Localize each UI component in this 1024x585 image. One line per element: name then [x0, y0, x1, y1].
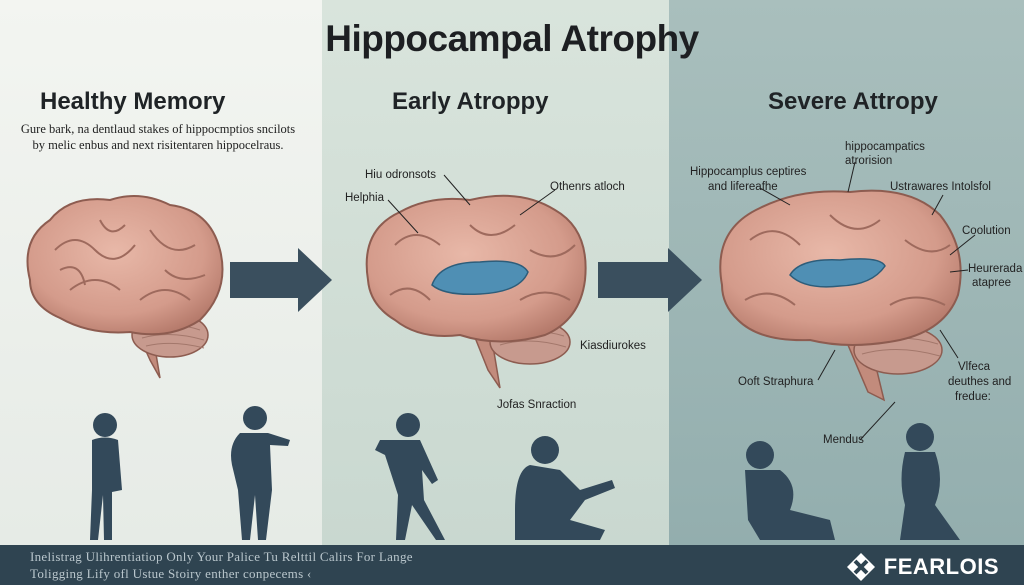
page-title: Hippocampal Atrophy — [325, 18, 699, 59]
hippocampus-icon — [431, 260, 529, 296]
x-logo-icon — [846, 553, 875, 581]
despairing-person-icon — [900, 423, 960, 540]
sitting-person-icon — [515, 436, 615, 540]
brain-healthy-icon — [26, 195, 224, 379]
description-line: by melic enbus and next risitentaren hip… — [32, 138, 284, 152]
arrow-right-icon — [230, 248, 332, 312]
stage-title-healthy: Healthy Memory — [40, 88, 226, 115]
label-early-3: Othenrs atloch — [550, 181, 625, 193]
label-severe-2: atrorision — [845, 155, 893, 167]
description-line: Gure bark, na dentlaud stakes of hippocm… — [20, 122, 296, 136]
label-severe-10: deuthes and — [948, 376, 1012, 388]
label-severe-6: Coolution — [962, 225, 1011, 237]
label-severe-5: Ustrawares Intolsfol — [890, 181, 991, 193]
footer-line-2: Toligging Lify ofl Ustue Stoiry enther c… — [30, 566, 312, 581]
confused-person-icon — [375, 413, 445, 540]
brand-logo: FEARLOIS — [846, 552, 999, 582]
label-early-2: Helphia — [345, 192, 384, 204]
brand-name: FEARLOIS — [883, 554, 999, 579]
healthy-description: Gure bark, na dentlaud stakes of hippocm… — [8, 121, 308, 153]
label-severe-3: Hippocamplus ceptires — [690, 166, 807, 178]
brain-early-icon — [365, 194, 587, 389]
illustration — [26, 161, 976, 540]
stage-title-early: Early Atroppy — [392, 88, 549, 115]
label-severe-12: Ooft Straphura — [738, 376, 814, 388]
brain-severe-icon — [719, 189, 962, 402]
label-early-4: Kiasdiurokes — [580, 340, 646, 352]
label-severe-4: and lifereafhe — [708, 181, 778, 193]
label-early-5: Jofas Snraction — [497, 399, 577, 411]
hippocampus-icon — [789, 258, 886, 288]
label-severe-13: Mendus — [823, 434, 864, 446]
standing-person-icon — [90, 413, 122, 540]
label-severe-11: fredue: — [955, 391, 991, 403]
arrow-right-icon — [598, 248, 702, 312]
label-severe-9: Vlfeca — [958, 361, 990, 373]
label-early-1: Hiu odronsots — [365, 169, 436, 181]
label-severe-1: hippocampatics — [845, 141, 925, 153]
footer-line-1: Inelistrag Ulihrentiatiop Only Your Pali… — [30, 549, 413, 564]
kneeling-person-icon — [745, 441, 835, 540]
label-severe-8: atapree — [972, 277, 1012, 289]
stage-title-severe: Severe Attropy — [768, 88, 938, 115]
label-severe-7: Heurerada — [968, 263, 1023, 275]
gesturing-person-icon — [231, 406, 290, 540]
people-silhouettes — [90, 406, 960, 540]
leader-lines — [387, 161, 976, 441]
